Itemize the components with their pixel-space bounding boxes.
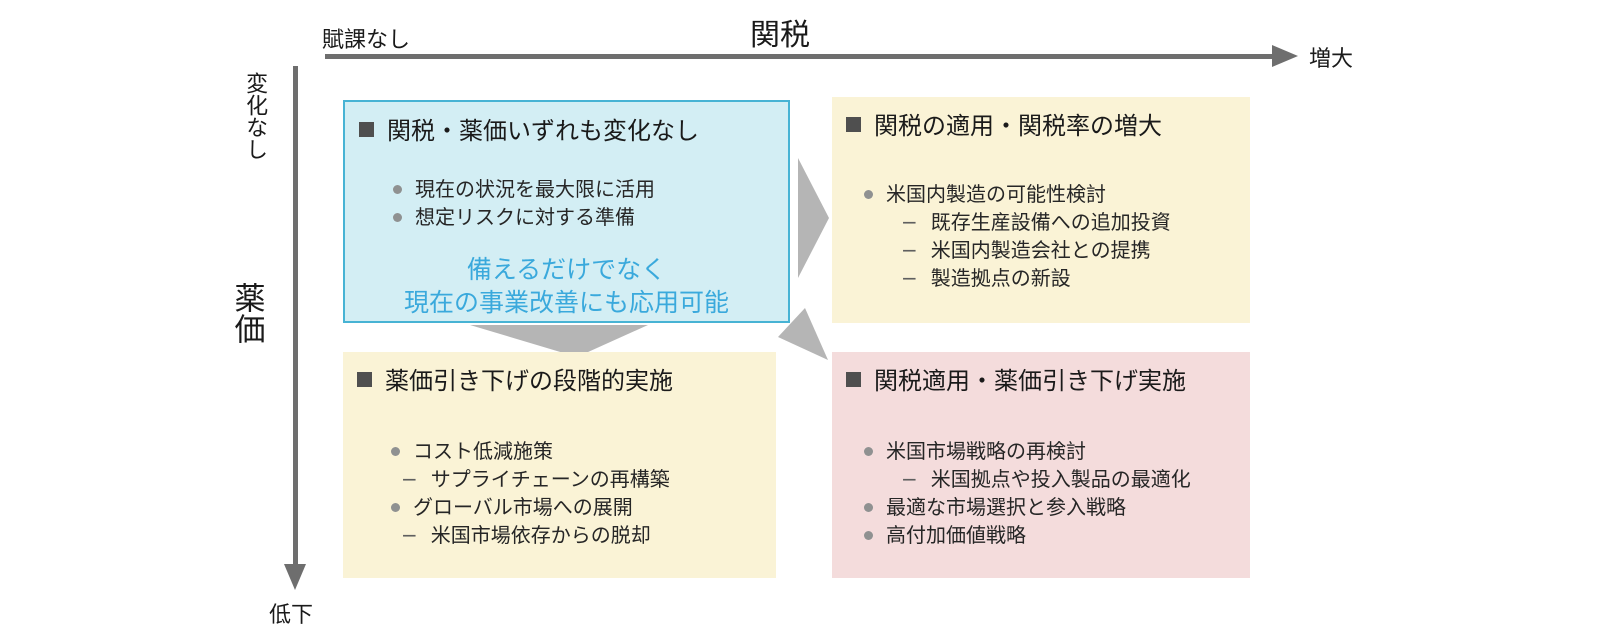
- highlight-note: 備えるだけでなく現在の事業改善にも応用可能: [345, 253, 788, 319]
- arrow-right-icon: [798, 158, 829, 278]
- bullet-dot-icon: [864, 190, 873, 199]
- price-axis-line: [293, 66, 298, 566]
- sub-bullet-item: −米国内製造会社との提携: [901, 236, 1250, 264]
- note-line: 備えるだけでなく: [466, 255, 667, 284]
- bullet-text: グローバル市場への展開: [413, 495, 633, 519]
- bullet-item: 米国市場戦略の再検討: [864, 437, 1250, 465]
- sub-bullet-item: −既存生産設備への追加投資: [901, 208, 1250, 236]
- bullet-item: 想定リスクに対する準備: [393, 203, 788, 231]
- price-axis-title: 薬価: [228, 282, 265, 344]
- tariff-axis-line: [325, 54, 1275, 59]
- bullet-item: グローバル市場への展開: [391, 493, 776, 521]
- dash-icon: −: [401, 523, 418, 547]
- bullet-item: コスト低減施策: [391, 437, 776, 465]
- bullet-dot-icon: [393, 213, 402, 222]
- bullet-dot-icon: [393, 185, 402, 194]
- sub-bullet-text: サプライチェーンの再構築: [430, 467, 670, 491]
- sub-bullet-text: 米国市場依存からの脱却: [430, 523, 651, 547]
- bullet-item: 現在の状況を最大限に活用: [393, 175, 788, 203]
- bullet-text: 現在の状況を最大限に活用: [415, 177, 655, 201]
- dash-icon: −: [401, 467, 418, 491]
- square-bullet-icon: [357, 372, 372, 387]
- sub-bullet-text: 製造拠点の新設: [930, 266, 1071, 290]
- square-bullet-icon: [846, 372, 861, 387]
- quadrant-title: 薬価引き下げの段階的実施: [385, 367, 673, 395]
- sub-bullet-item: −製造拠点の新設: [901, 264, 1250, 292]
- tariff-axis-max-label: 増大: [1309, 47, 1354, 72]
- quadrant-no-change: 関税・薬価いずれも変化なし 現在の状況を最大限に活用想定リスクに対する準備 備え…: [343, 100, 790, 323]
- note-line: 現在の事業改善にも応用可能: [403, 288, 729, 317]
- sub-bullet-item: −米国市場依存からの脱却: [401, 521, 776, 549]
- bullet-text: 高付加価値戦略: [886, 523, 1026, 547]
- bullet-text: 米国市場戦略の再検討: [886, 439, 1086, 463]
- bullet-list: コスト低減施策−サプライチェーンの再構築グローバル市場への展開−米国市場依存から…: [391, 437, 776, 549]
- sub-bullet-text: 米国拠点や投入製品の最適化: [930, 467, 1191, 491]
- quadrant-title-row: 関税適用・薬価引き下げ実施: [846, 365, 1250, 397]
- bullet-item: 米国内製造の可能性検討: [864, 180, 1250, 208]
- bullet-text: コスト低減施策: [413, 439, 553, 463]
- bullet-list: 現在の状況を最大限に活用想定リスクに対する準備: [393, 175, 788, 231]
- quadrant-title: 関税・薬価いずれも変化なし: [387, 117, 699, 145]
- bullet-item: 最適な市場選択と参入戦略: [864, 493, 1250, 521]
- tariff-axis-title: 関税: [750, 18, 810, 53]
- bullet-dot-icon: [864, 447, 873, 456]
- price-axis-max-label: 低下: [269, 603, 314, 628]
- quadrant-both-applied: 関税適用・薬価引き下げ実施 米国市場戦略の再検討−米国拠点や投入製品の最適化最適…: [832, 352, 1250, 578]
- dash-icon: −: [901, 266, 918, 290]
- price-axis-min-label: 変化なし: [242, 72, 268, 160]
- bullet-list: 米国市場戦略の再検討−米国拠点や投入製品の最適化最適な市場選択と参入戦略高付加価…: [864, 437, 1250, 549]
- bullet-dot-icon: [864, 531, 873, 540]
- quadrant-tariff-applied: 関税の適用・関税率の増大 米国内製造の可能性検討−既存生産設備への追加投資−米国…: [832, 97, 1250, 323]
- dash-icon: −: [901, 238, 918, 262]
- quadrant-title-row: 関税の適用・関税率の増大: [846, 110, 1250, 142]
- sub-bullet-item: −米国拠点や投入製品の最適化: [901, 465, 1250, 493]
- tariff-axis-min-label: 賦課なし: [322, 28, 411, 53]
- dash-icon: −: [901, 467, 918, 491]
- quadrant-title-row: 薬価引き下げの段階的実施: [357, 365, 776, 397]
- sub-bullet-text: 米国内製造会社との提携: [930, 238, 1151, 262]
- square-bullet-icon: [846, 117, 861, 132]
- bullet-dot-icon: [391, 503, 400, 512]
- bullet-dot-icon: [864, 503, 873, 512]
- quadrant-price-cut: 薬価引き下げの段階的実施 コスト低減施策−サプライチェーンの再構築グローバル市場…: [343, 352, 776, 578]
- quadrant-title: 関税適用・薬価引き下げ実施: [874, 367, 1186, 395]
- price-axis-arrowhead-icon: [284, 564, 306, 590]
- bullet-text: 想定リスクに対する準備: [415, 205, 635, 229]
- quadrant-title-row: 関税・薬価いずれも変化なし: [359, 115, 788, 147]
- bullet-text: 米国内製造の可能性検討: [886, 182, 1106, 206]
- sub-bullet-text: 既存生産設備への追加投資: [930, 210, 1171, 234]
- dash-icon: −: [901, 210, 918, 234]
- sub-bullet-item: −サプライチェーンの再構築: [401, 465, 776, 493]
- bullet-text: 最適な市場選択と参入戦略: [886, 495, 1126, 519]
- bullet-dot-icon: [391, 447, 400, 456]
- square-bullet-icon: [359, 122, 374, 137]
- quadrant-title: 関税の適用・関税率の増大: [874, 112, 1162, 140]
- bullet-item: 高付加価値戦略: [864, 521, 1250, 549]
- tariff-axis-arrowhead-icon: [1272, 45, 1298, 67]
- bullet-list: 米国内製造の可能性検討−既存生産設備への追加投資−米国内製造会社との提携−製造拠…: [864, 180, 1250, 292]
